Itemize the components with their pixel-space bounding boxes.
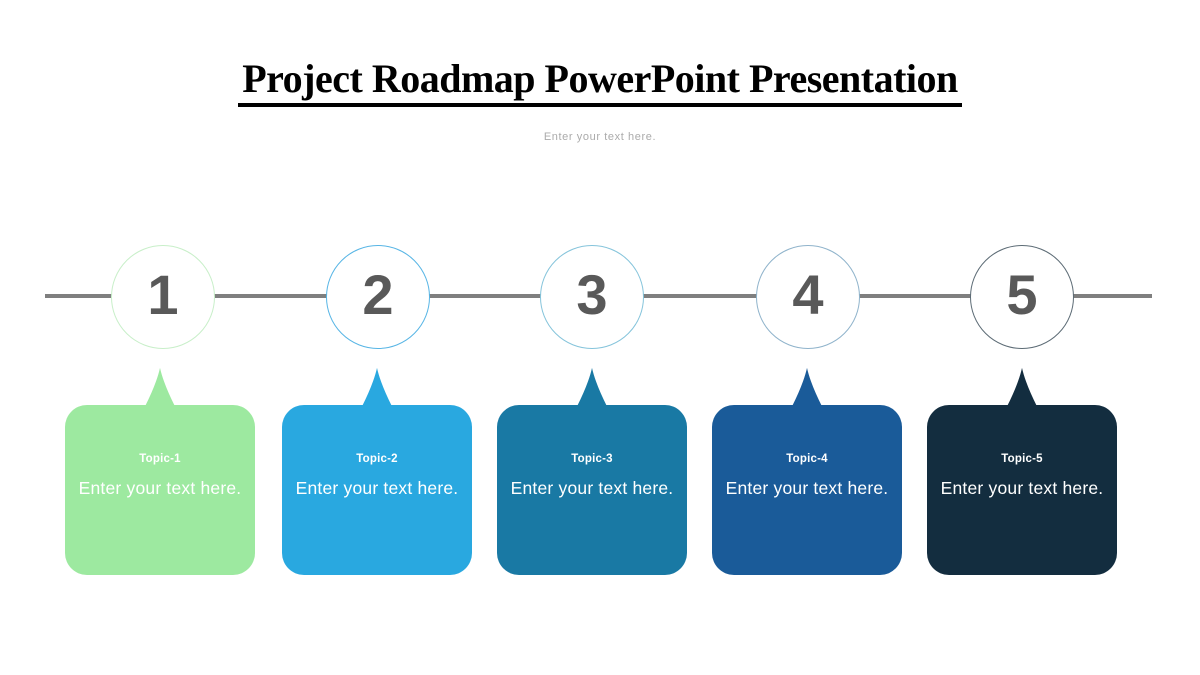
step-number: 5 [1006, 263, 1038, 326]
topic-card-3[interactable]: Topic-3 Enter your text here. [497, 367, 687, 575]
topic-label[interactable]: Topic-4 [786, 453, 828, 465]
milestone-circle-2[interactable]: 2 [326, 245, 430, 349]
card-placeholder-text[interactable]: Enter your text here. [725, 478, 889, 498]
subtitle-placeholder[interactable]: Enter your text here. [543, 131, 657, 143]
milestone-circle-5[interactable]: 5 [970, 245, 1074, 349]
topic-label[interactable]: Topic-5 [1001, 453, 1043, 465]
card-placeholder-text[interactable]: Enter your text here. [78, 478, 242, 498]
topic-card-1[interactable]: Topic-1 Enter your text here. [65, 367, 255, 575]
step-number: 1 [147, 263, 179, 326]
card-placeholder-text[interactable]: Enter your text here. [295, 478, 459, 498]
milestone-circle-4[interactable]: 4 [756, 245, 860, 349]
topic-label[interactable]: Topic-2 [356, 453, 398, 465]
step-number: 2 [362, 263, 394, 326]
topic-label[interactable]: Topic-3 [571, 453, 613, 465]
card-pointer-icon [792, 367, 822, 407]
step-number: 3 [576, 263, 608, 326]
card-pointer-icon [1007, 367, 1037, 407]
topic-label[interactable]: Topic-1 [139, 453, 181, 465]
card-pointer-icon [145, 367, 175, 407]
topic-card-4[interactable]: Topic-4 Enter your text here. [712, 367, 902, 575]
card-pointer-icon [362, 367, 392, 407]
slide-title[interactable]: Project Roadmap PowerPoint Presentation [238, 58, 962, 107]
step-number: 4 [792, 263, 824, 326]
card-placeholder-text[interactable]: Enter your text here. [510, 478, 674, 498]
milestone-circle-1[interactable]: 1 [111, 245, 215, 349]
topic-card-2[interactable]: Topic-2 Enter your text here. [282, 367, 472, 575]
title-area: Project Roadmap PowerPoint Presentation [0, 58, 1200, 107]
milestone-circle-3[interactable]: 3 [540, 245, 644, 349]
card-pointer-icon [577, 367, 607, 407]
topic-card-5[interactable]: Topic-5 Enter your text here. [927, 367, 1117, 575]
card-placeholder-text[interactable]: Enter your text here. [940, 478, 1104, 498]
